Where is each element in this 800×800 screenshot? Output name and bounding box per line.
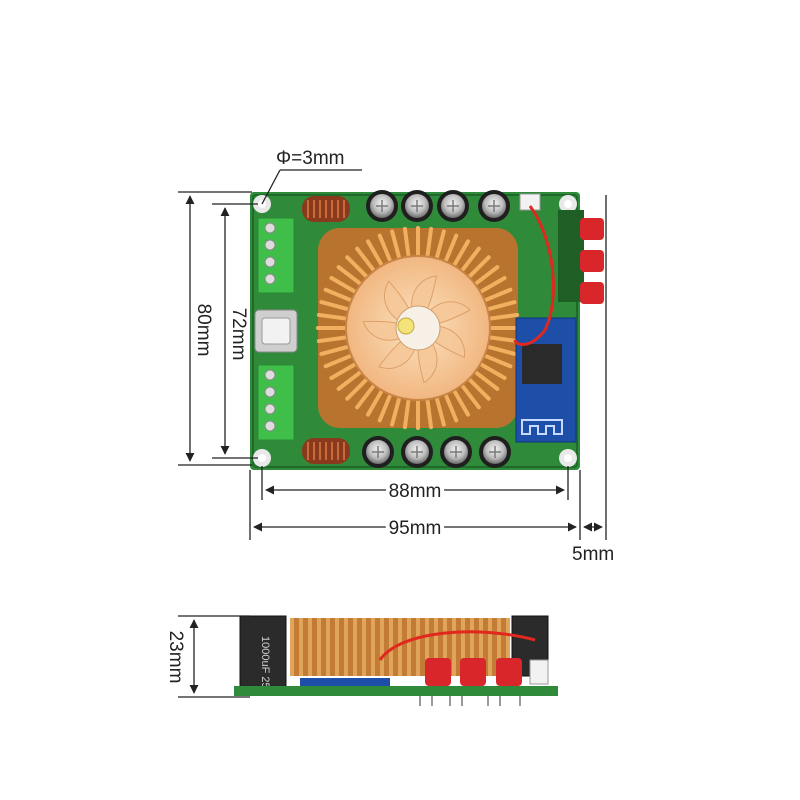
top-view: [250, 190, 604, 470]
bluetooth-module: [515, 317, 577, 443]
capacitor-label: 1000uF 25: [259, 636, 271, 689]
input-terminal-bottom: [257, 364, 295, 441]
hole-diameter-label: Φ=3mm: [276, 148, 344, 169]
outer-width-label: 95mm: [389, 518, 442, 539]
inner-height-label: 72mm: [228, 308, 249, 361]
mounting-hole-icon: [253, 195, 577, 467]
side-height-label: 23mm: [165, 631, 186, 684]
outer-height-label: 80mm: [193, 304, 214, 357]
edge-offset-label: 5mm: [572, 544, 614, 565]
inner-width-label: 88mm: [389, 481, 442, 502]
pcb-side: [234, 686, 558, 696]
speaker-post-icon: [558, 210, 604, 304]
capacitor-icon: [362, 190, 511, 468]
inductor-icon: [302, 196, 350, 464]
usb-c-port: [254, 309, 298, 353]
red-wire: [513, 205, 555, 346]
fan-icon: [362, 275, 471, 384]
side-view: 1000uF 25: [234, 615, 558, 706]
dimension-lines: [178, 169, 607, 540]
input-terminal-top: [257, 217, 295, 294]
capacitor-side-left: [239, 615, 287, 689]
jst-connector: [519, 193, 541, 211]
side-dimension-lines: [178, 615, 250, 698]
